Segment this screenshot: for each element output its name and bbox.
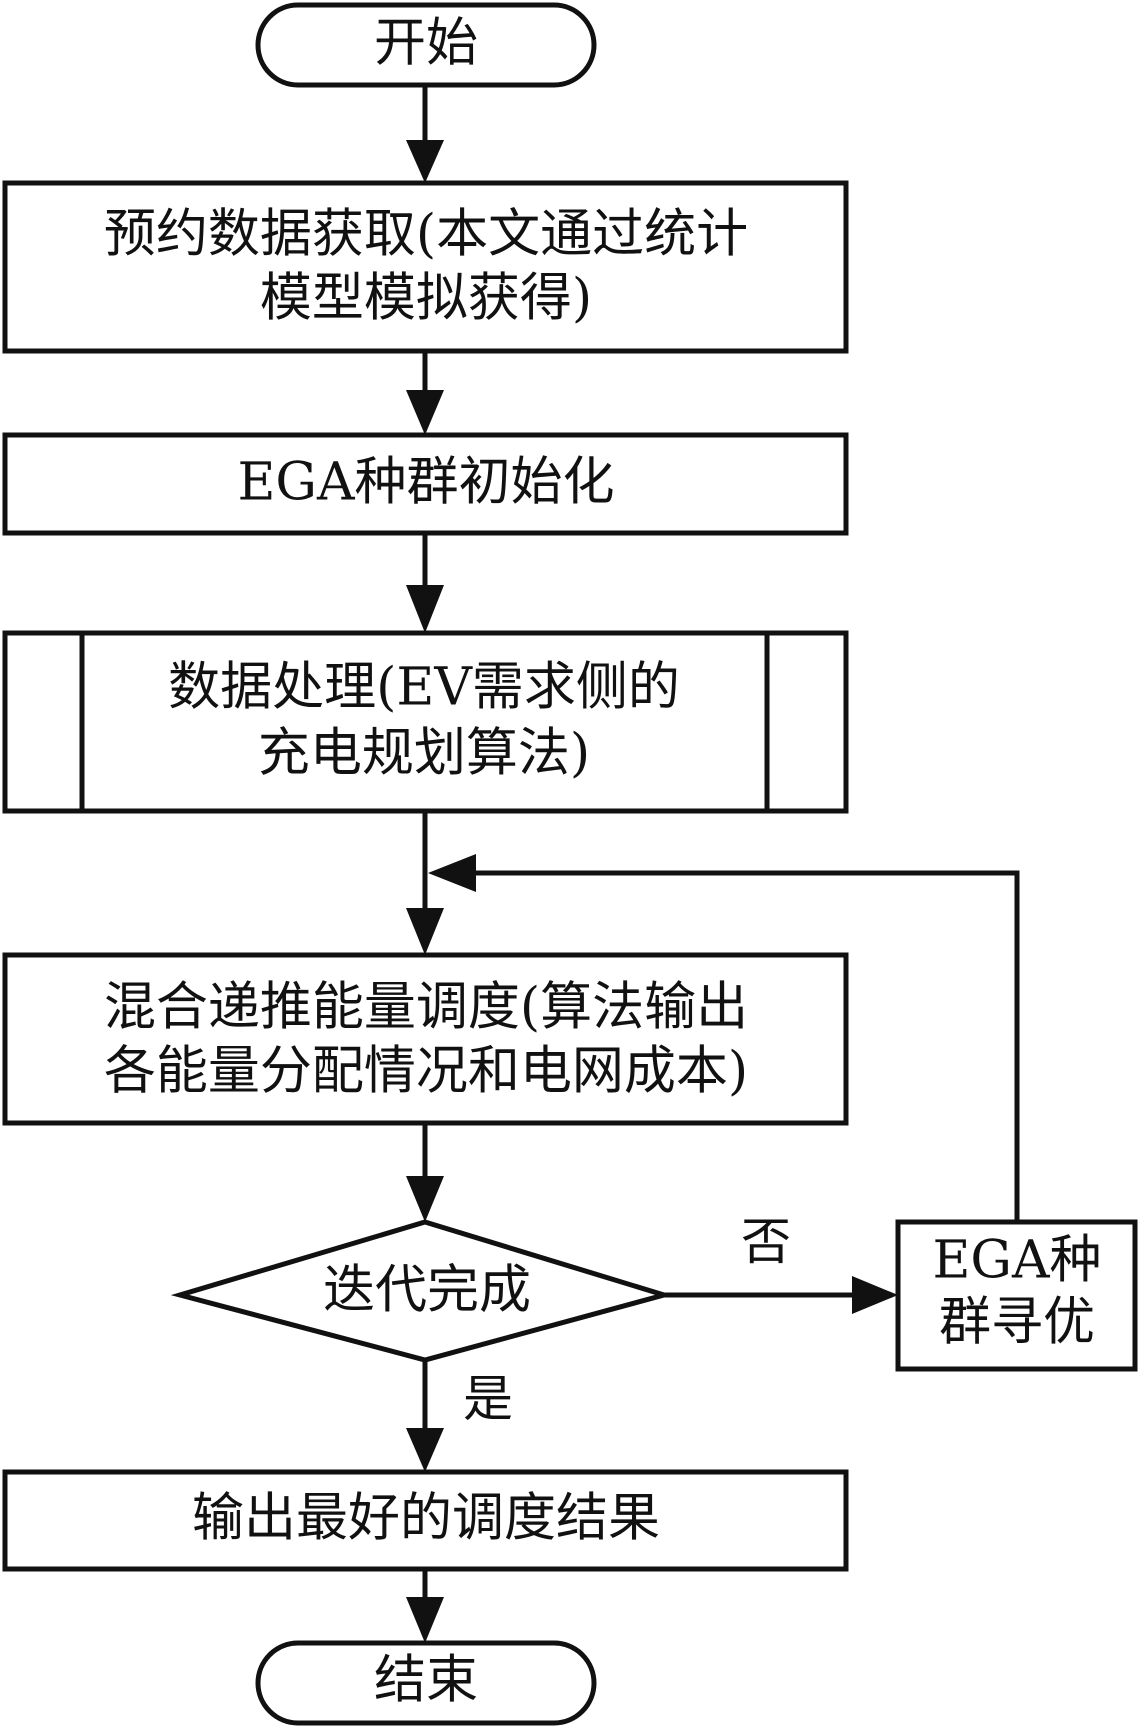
decision-label: 迭代完成 bbox=[323, 1261, 531, 1321]
energy-dispatch-line-1: 混合递推能量调度(算法输出 bbox=[104, 978, 748, 1038]
data-processing-node: 数据处理(EV需求侧的 充电规划算法) bbox=[2, 630, 849, 814]
yes-label: 是 bbox=[463, 1370, 513, 1428]
end-label: 结束 bbox=[374, 1651, 478, 1711]
data-acquisition-node: 预约数据获取(本文通过统计 模型模拟获得) bbox=[2, 180, 849, 354]
iteration-complete-decision: 迭代完成 bbox=[170, 1219, 674, 1363]
arrow-output-to-end bbox=[406, 1569, 444, 1643]
arrow-yes-branch: 是 bbox=[406, 1360, 513, 1472]
arrow-init-to-process bbox=[406, 533, 444, 633]
ega-optimize-line-2: 群寻优 bbox=[939, 1293, 1095, 1353]
ega-init-label: EGA种群初始化 bbox=[237, 453, 614, 513]
data-acquisition-line-2: 模型模拟获得) bbox=[260, 269, 592, 329]
energy-dispatch-line-2: 各能量分配情况和电网成本) bbox=[104, 1042, 748, 1102]
arrow-loop-back bbox=[428, 854, 1020, 1222]
arrow-dispatch-to-decision bbox=[406, 1123, 444, 1222]
ega-optimize-node: EGA种 群寻优 bbox=[895, 1219, 1138, 1372]
no-label: 否 bbox=[741, 1213, 791, 1271]
ega-init-node: EGA种群初始化 bbox=[2, 432, 849, 536]
arrow-data-to-init bbox=[406, 351, 444, 435]
energy-dispatch-node: 混合递推能量调度(算法输出 各能量分配情况和电网成本) bbox=[2, 952, 849, 1126]
arrow-no-branch: 否 bbox=[664, 1213, 898, 1314]
ega-optimize-line-1: EGA种 bbox=[932, 1231, 1101, 1291]
end-node: 结束 bbox=[255, 1640, 597, 1726]
start-label: 开始 bbox=[374, 14, 478, 74]
data-processing-line-2: 充电规划算法) bbox=[258, 724, 590, 784]
output-result-node: 输出最好的调度结果 bbox=[2, 1469, 849, 1572]
data-processing-line-1: 数据处理(EV需求侧的 bbox=[168, 658, 680, 718]
arrow-start-to-data bbox=[406, 85, 444, 183]
arrow-process-to-dispatch bbox=[406, 811, 444, 955]
data-acquisition-line-1: 预约数据获取(本文通过统计 bbox=[104, 205, 748, 265]
start-node: 开始 bbox=[255, 2, 597, 88]
output-result-label: 输出最好的调度结果 bbox=[192, 1489, 660, 1549]
